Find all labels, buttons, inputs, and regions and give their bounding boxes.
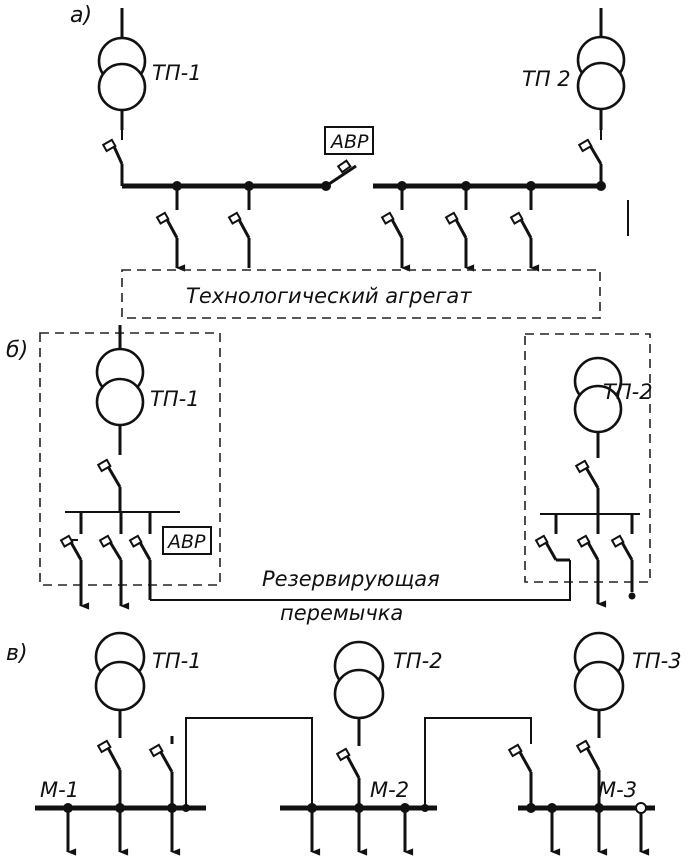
tp1-label-b: ТП-1: [150, 387, 200, 411]
feeders-tp2-b: [534, 514, 636, 608]
section-c-letter: в): [6, 641, 28, 666]
aggregate-label: Технологический агрегат: [186, 284, 472, 308]
section-b: б) ТП-1: [6, 325, 653, 625]
feeders-a: [155, 186, 540, 272]
transformer-tp1-a: [97, 8, 147, 130]
switch-tp3-c: [575, 739, 601, 808]
link-m2-m3: [424, 717, 533, 808]
switch-tp2-a: [577, 130, 603, 186]
tp1-label-a: ТП-1: [152, 61, 202, 85]
m2-label: М-2: [370, 778, 409, 802]
m3-label: М-3: [598, 778, 637, 802]
reserve-jumper: [150, 560, 571, 601]
tp3-label-c: ТП-3: [632, 649, 682, 673]
tp1-enclosure-b: [39, 332, 221, 586]
transformer-tp2-a: [576, 8, 626, 130]
transformer-tp2-b: [573, 356, 623, 458]
aggregate-box: [121, 269, 601, 319]
section-breaker-a: [325, 159, 357, 188]
feeders-tp1-b: [59, 512, 152, 610]
link-m1-m2: [148, 717, 313, 808]
transformer-tp3-c: [573, 631, 625, 738]
tp1-label-c: ТП-1: [152, 649, 202, 673]
switch-tp1-a: [101, 130, 124, 186]
section-b-letter: б): [6, 338, 28, 363]
tp2-enclosure-b: [524, 333, 651, 583]
tp2-label-c: ТП-2: [393, 649, 443, 673]
loads-c: [66, 808, 650, 856]
m1-label: М-1: [40, 778, 79, 802]
section-c: в) ТП-1 ТП-2 ТП: [6, 631, 682, 856]
avr-box-b: [162, 526, 212, 555]
section-a: а) ТП-1 ТП 2: [70, 3, 629, 319]
avr-label-a: АВР: [329, 131, 369, 153]
avr-box-a: [324, 126, 374, 155]
switch-tp2-c: [335, 747, 361, 808]
jumper-label-line1: Резервирующая: [262, 567, 440, 591]
transformer-tp2-c: [333, 640, 385, 746]
switch-tp1-b: [96, 458, 122, 512]
switch-tp2-b: [574, 459, 600, 514]
transformer-tp1-c: [94, 631, 146, 738]
tp2-label-a: ТП 2: [522, 67, 571, 91]
avr-label-b: АВР: [166, 531, 206, 553]
switch-tp1-c: [96, 739, 122, 808]
transformer-tp1-b: [95, 325, 145, 455]
section-a-letter: а): [70, 3, 92, 28]
tp2-label-b: ТП-2: [603, 380, 653, 404]
jumper-label-line2: перемычка: [280, 601, 403, 625]
